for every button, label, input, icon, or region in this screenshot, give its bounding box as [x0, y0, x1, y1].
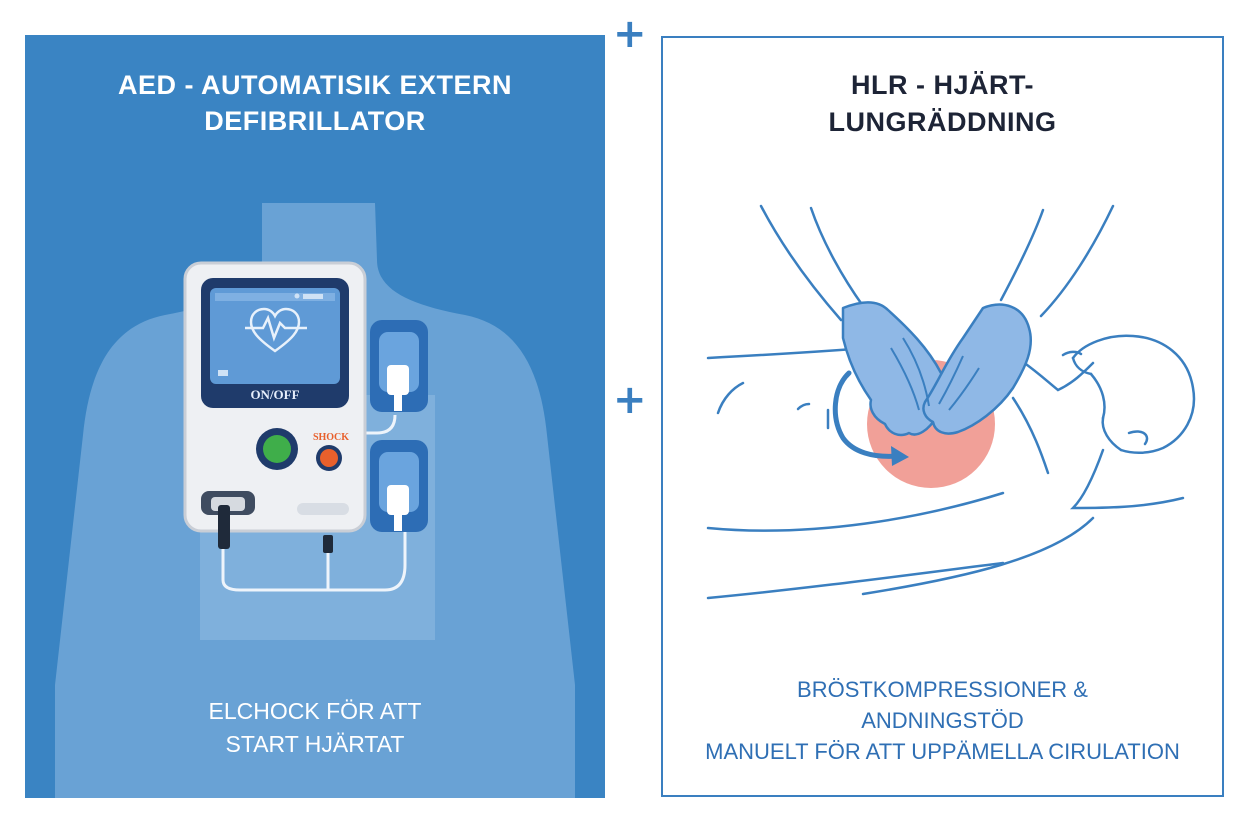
cable-pad-top	[365, 414, 397, 435]
hlr-panel: HLR - HJÄRT- LUNGRÄDDNING BRÖSTKOMPRESSI…	[661, 36, 1224, 797]
aed-caption-line2: START HJÄRTAT	[225, 731, 405, 757]
aed-panel: AED - AUTOMATISIK EXTERN DEFIBRILLATOR O…	[25, 35, 605, 798]
rotation-arrow-icon	[832, 370, 901, 459]
hlr-caption-line1: BRÖSTKOMPRESSIONER &	[797, 677, 1088, 702]
cpr-illustration	[706, 204, 1196, 600]
patient-body	[706, 334, 1196, 600]
hlr-title: HLR - HJÄRT- LUNGRÄDDNING	[663, 67, 1222, 141]
plus-icon: +	[613, 11, 647, 57]
electrode-pad-lower	[370, 440, 428, 532]
hlr-title-line2: LUNGRÄDDNING	[828, 107, 1057, 137]
shock-label: SHOCK	[312, 432, 350, 443]
finger-lines	[890, 337, 980, 411]
cable-left	[221, 515, 407, 592]
heart-pulse-icon	[245, 307, 307, 353]
electrode-pad-upper	[370, 320, 428, 412]
aed-caption: ELCHOCK FÖR ATT START HJÄRTAT	[25, 695, 605, 761]
aed-title-line2: DEFIBRILLATOR	[204, 106, 426, 136]
rescuer-arms	[759, 204, 1115, 322]
plus-icon: +	[613, 377, 647, 423]
power-label: ON/OFF	[250, 387, 300, 402]
aed-title-line1: AED - AUTOMATISIK EXTERN	[117, 70, 512, 100]
aed-title: AED - AUTOMATISIK EXTERN DEFIBRILLATOR	[25, 67, 605, 139]
hlr-caption: BRÖSTKOMPRESSIONER & ANDNINGSTÖD MANUELT…	[663, 674, 1222, 767]
hlr-caption-line2: ANDNINGSTÖD	[861, 708, 1024, 733]
aed-caption-line1: ELCHOCK FÖR ATT	[208, 698, 422, 724]
hlr-caption-line3: MANUELT FÖR ATT UPPÄMELLA CIRULATION	[705, 739, 1180, 764]
aed-handle-slot	[297, 503, 349, 515]
aed-illustration	[55, 203, 575, 798]
hlr-title-line1: HLR - HJÄRT-	[851, 70, 1034, 100]
